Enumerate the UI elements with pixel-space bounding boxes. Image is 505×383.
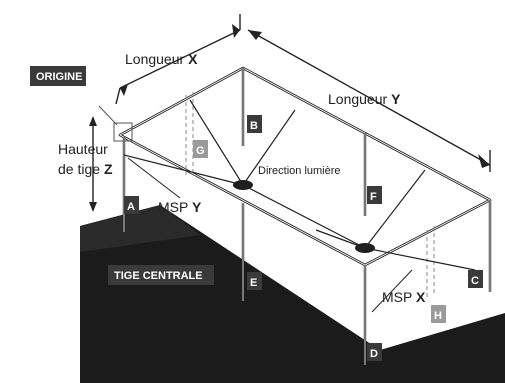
dashed-rods — [185, 92, 435, 300]
svg-text:E: E — [250, 277, 257, 289]
msp-y-pointer — [127, 157, 181, 199]
marker-f: F — [367, 186, 382, 204]
hauteur-label-line2: de tige Z — [58, 161, 113, 177]
marker-d: D — [367, 343, 382, 361]
marker-h: H — [431, 305, 446, 323]
svg-text:C: C — [471, 275, 479, 287]
tige-centrale-label: TIGE CENTRALE — [114, 270, 203, 282]
floor-top-edge — [80, 205, 200, 252]
dimension-z — [89, 116, 97, 212]
msp-x-pointer — [371, 269, 413, 313]
svg-text:H: H — [434, 310, 442, 322]
marker-e: E — [247, 272, 262, 290]
marker-c: C — [468, 270, 483, 288]
origine-label: ORIGINE — [36, 71, 82, 83]
floor — [80, 205, 505, 383]
longueur-y-label: Longueur Y — [328, 91, 401, 107]
marker-g: G — [193, 140, 208, 158]
svg-text:D: D — [370, 348, 378, 360]
msp-y-label: MSP Y — [158, 199, 202, 215]
dimension-y — [247, 29, 491, 172]
marker-b: B — [247, 115, 262, 133]
hauteur-label-line1: Hauteur — [58, 141, 108, 157]
lamp-right — [355, 243, 375, 253]
svg-text:A: A — [127, 201, 135, 213]
svg-text:B: B — [250, 120, 258, 132]
lamp-left — [233, 180, 253, 190]
origine-tag — [30, 66, 86, 86]
tige-centrale-tag — [108, 265, 214, 285]
origine-pointer — [98, 105, 118, 126]
marker-a: A — [124, 196, 139, 214]
msp-x-label: MSP X — [382, 289, 426, 305]
light-direction-lines — [123, 99, 476, 271]
direction-lumiere-label: Direction lumière — [258, 165, 341, 177]
dimension-x — [115, 14, 241, 105]
svg-text:F: F — [370, 191, 377, 203]
longueur-x-label: Longueur X — [125, 51, 198, 67]
origine-box — [113, 122, 133, 142]
svg-text:G: G — [196, 145, 205, 157]
legs-highlight — [123, 68, 491, 365]
